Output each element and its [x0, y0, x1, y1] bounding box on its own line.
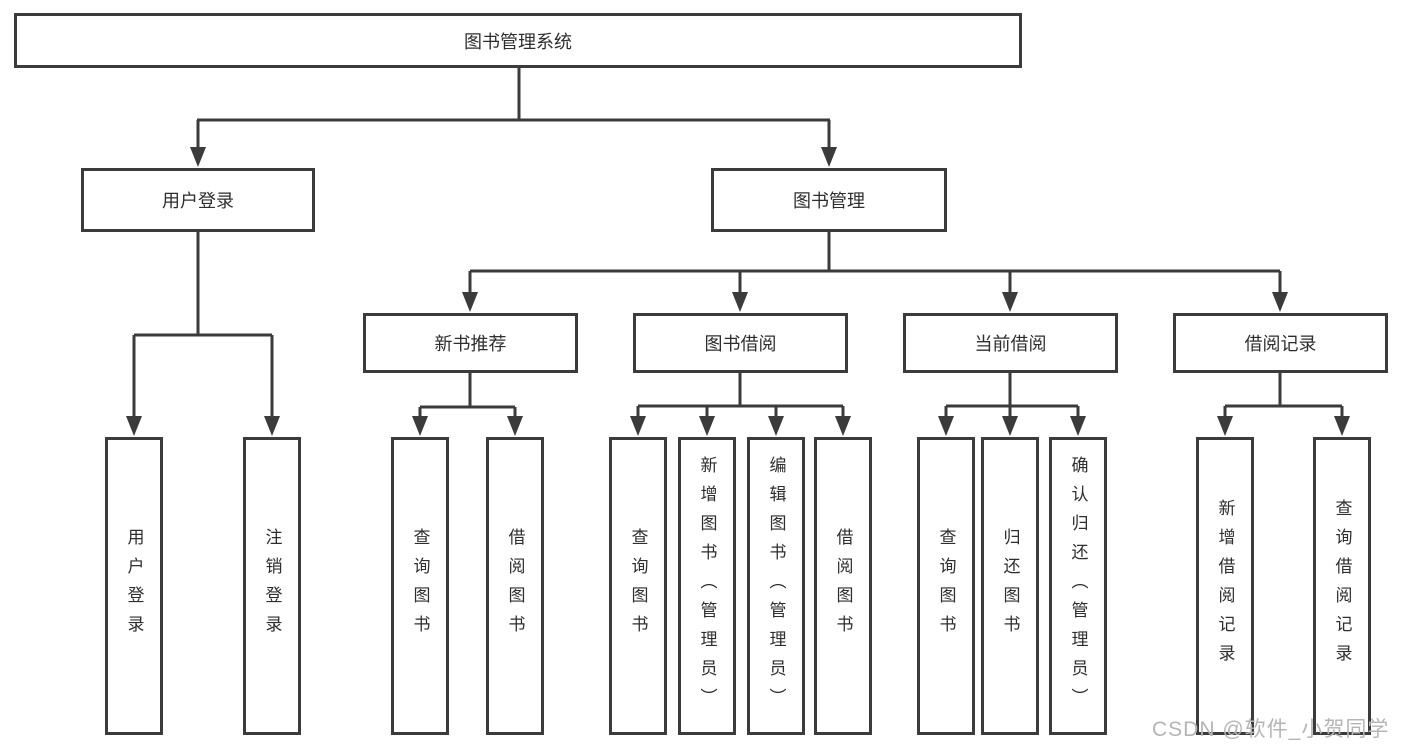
leaf-label: 确认归还（管理员） — [1068, 455, 1088, 717]
leaf-query-books-current: 查询图书 — [917, 437, 975, 735]
connector-bookborrow-to-leaves — [636, 373, 845, 418]
arrowhead — [1334, 416, 1350, 436]
arrowhead — [821, 147, 837, 167]
arrowhead — [938, 416, 954, 436]
node-label: 图书管理 — [793, 191, 865, 211]
node-borrowing-records: 借阅记录 — [1173, 313, 1388, 373]
node-current-borrowing: 当前借阅 — [903, 313, 1118, 373]
node-user-login-module: 用户登录 — [81, 168, 315, 232]
leaf-label: 查询图书 — [628, 528, 648, 644]
node-label: 当前借阅 — [974, 334, 1047, 354]
node-root-system: 图书管理系统 — [14, 13, 1022, 68]
arrowhead — [462, 292, 478, 312]
arrowhead — [732, 292, 748, 312]
arrowhead — [1272, 292, 1288, 312]
node-label: 图书管理系统 — [464, 31, 572, 52]
leaf-label: 注销登录 — [262, 528, 282, 644]
connector-userlogin-to-leaves — [132, 232, 274, 418]
connector-records-to-leaves — [1223, 373, 1344, 418]
arrowhead — [126, 416, 142, 436]
leaf-label: 归还图书 — [1000, 528, 1020, 644]
leaf-query-books-borrowing: 查询图书 — [609, 437, 667, 735]
leaf-borrow-books-borrowing: 借阅图书 — [814, 437, 872, 735]
leaf-label: 借阅图书 — [505, 528, 525, 644]
leaf-label: 新增借阅记录 — [1215, 499, 1235, 673]
arrowhead — [630, 416, 646, 436]
arrowheads — [126, 147, 1350, 436]
arrowhead — [507, 416, 523, 436]
connector-currentborrow-to-leaves — [944, 373, 1080, 418]
leaf-logout: 注销登录 — [243, 437, 301, 735]
leaf-label: 查询借阅记录 — [1332, 499, 1352, 673]
arrowhead — [1217, 416, 1233, 436]
leaf-edit-book-admin: 编辑图书（管理员） — [747, 437, 805, 735]
leaf-label: 查询图书 — [936, 528, 956, 644]
leaf-label: 查询图书 — [410, 528, 430, 644]
leaf-add-book-admin: 新增图书（管理员） — [678, 437, 736, 735]
arrowhead — [264, 416, 280, 436]
leaf-user-login: 用户登录 — [105, 437, 163, 735]
node-label: 用户登录 — [162, 191, 234, 211]
node-book-management-module: 图书管理 — [711, 168, 947, 232]
arrowhead — [768, 416, 784, 436]
connector-bookmgmt-to-level3 — [468, 232, 1282, 294]
leaf-query-borrow-record: 查询借阅记录 — [1313, 437, 1371, 735]
arrowhead — [1070, 416, 1086, 436]
arrowhead — [412, 416, 428, 436]
leaf-label: 编辑图书（管理员） — [766, 455, 786, 717]
arrowhead — [1002, 416, 1018, 436]
node-new-book-recommend: 新书推荐 — [363, 313, 578, 373]
node-label: 借阅记录 — [1244, 334, 1317, 354]
connector-newbook-to-leaves — [418, 373, 517, 418]
node-label: 新书推荐 — [434, 334, 507, 354]
leaf-query-books-recommend: 查询图书 — [391, 437, 449, 735]
node-label: 图书借阅 — [704, 334, 777, 354]
leaf-confirm-return-admin: 确认归还（管理员） — [1049, 437, 1107, 735]
connector-paths — [132, 68, 1344, 418]
csdn-watermark: CSDN @软件_小贺同学 — [1152, 718, 1390, 741]
leaf-label: 借阅图书 — [833, 528, 853, 644]
leaf-add-borrow-record: 新增借阅记录 — [1196, 437, 1254, 735]
node-book-borrowing: 图书借阅 — [633, 313, 848, 373]
arrowhead — [835, 416, 851, 436]
leaf-label: 新增图书（管理员） — [697, 455, 717, 717]
arrowhead — [699, 416, 715, 436]
connector-root-to-level2 — [196, 68, 831, 149]
leaf-return-book: 归还图书 — [981, 437, 1039, 735]
arrowhead — [1002, 292, 1018, 312]
leaf-borrow-books-recommend: 借阅图书 — [486, 437, 544, 735]
leaf-label: 用户登录 — [124, 528, 144, 644]
arrowhead — [190, 147, 206, 167]
